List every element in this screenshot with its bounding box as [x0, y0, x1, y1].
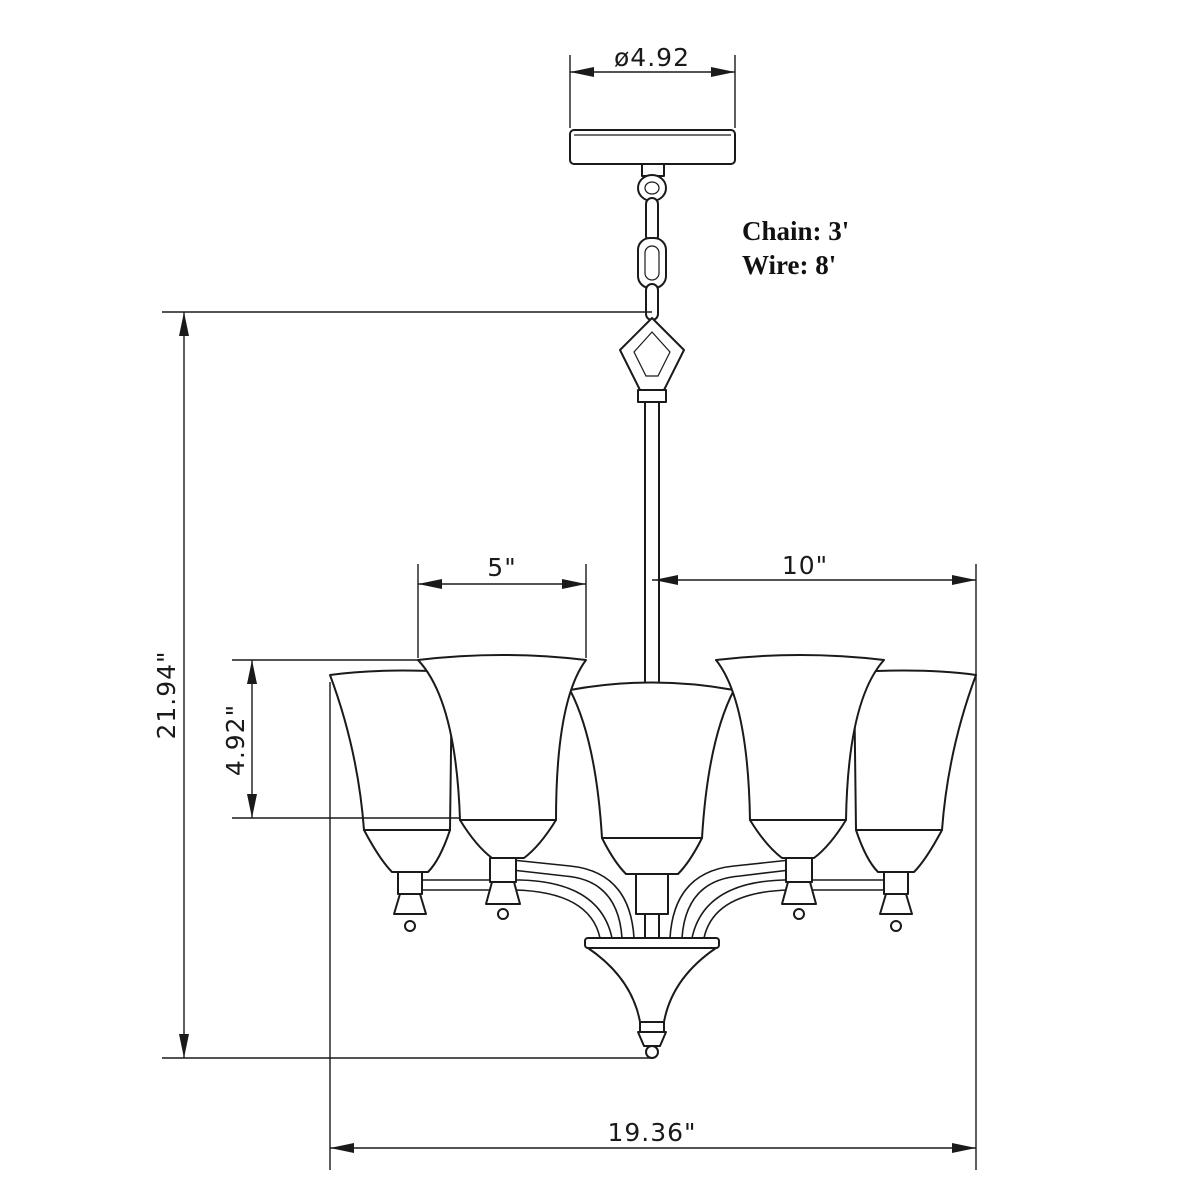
wire-length-label: Wire: 8' — [742, 250, 836, 280]
diamond-loop — [619, 317, 685, 403]
canopy-diameter-label: ø4.92 — [614, 43, 690, 72]
arm-reach-dimension: 10" — [652, 551, 976, 585]
overall-height-dimension: 21.94" — [152, 311, 652, 1059]
shade-height-label: 4.92" — [221, 704, 250, 776]
arm-reach-label: 10" — [782, 551, 828, 580]
shade-back-right — [853, 669, 977, 932]
chain-length-label: Chain: 3' — [742, 216, 849, 246]
shade-width-dimension: 5" — [417, 553, 587, 658]
shade-center — [569, 681, 735, 915]
canopy-diameter-dimension: ø4.92 — [569, 43, 736, 128]
shade-width-label: 5" — [487, 553, 516, 582]
arms — [419, 859, 885, 939]
overall-width-label: 19.36" — [607, 1118, 696, 1147]
overall-width-dimension: 19.36" — [329, 564, 977, 1170]
center-body — [584, 937, 720, 1059]
ceiling-canopy — [569, 129, 736, 177]
chain — [637, 174, 667, 321]
shade-front-right — [715, 654, 885, 920]
overall-height-label: 21.94" — [152, 650, 181, 739]
shade-height-dimension: 4.92" — [221, 659, 460, 819]
shade-back-left — [329, 669, 453, 932]
shade-front-left — [417, 654, 587, 920]
